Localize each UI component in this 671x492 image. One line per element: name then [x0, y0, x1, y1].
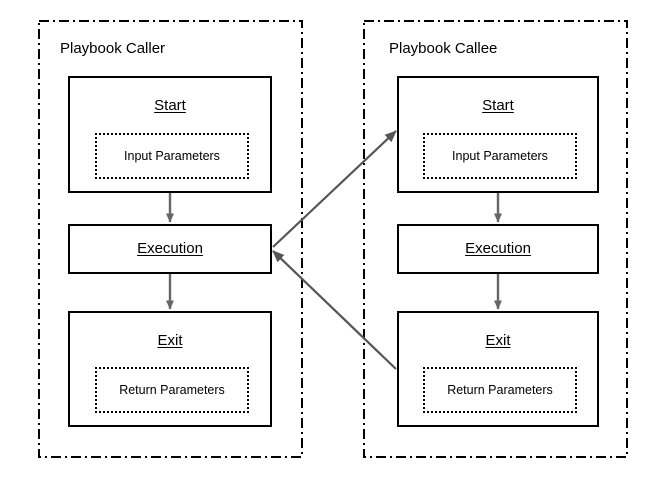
subbox-caller-input-parameters[interactable]: Input Parameters	[95, 133, 249, 179]
subbox-callee-return-parameters-label: Return Parameters	[447, 383, 553, 397]
node-callee-execution-title: Execution	[465, 240, 531, 257]
subbox-callee-input-parameters[interactable]: Input Parameters	[423, 133, 577, 179]
node-callee-exit[interactable]: Exit Return Parameters	[397, 311, 599, 427]
lane-caller-title: Playbook Caller	[60, 40, 166, 57]
node-callee-exit-title: Exit	[485, 332, 511, 349]
node-caller-exit[interactable]: Exit Return Parameters	[68, 311, 272, 427]
subbox-caller-return-parameters[interactable]: Return Parameters	[95, 367, 249, 413]
node-caller-start-title: Start	[154, 97, 186, 114]
node-caller-execution[interactable]: Execution	[68, 224, 272, 274]
subbox-caller-input-parameters-label: Input Parameters	[124, 149, 220, 163]
subbox-callee-return-parameters[interactable]: Return Parameters	[423, 367, 577, 413]
node-caller-execution-title: Execution	[137, 240, 203, 257]
node-callee-execution[interactable]: Execution	[397, 224, 599, 274]
subbox-callee-input-parameters-label: Input Parameters	[452, 149, 548, 163]
node-caller-exit-title: Exit	[157, 332, 183, 349]
lane-callee-title: Playbook Callee	[389, 40, 498, 57]
node-callee-start-title: Start	[482, 97, 514, 114]
subbox-caller-return-parameters-label: Return Parameters	[119, 383, 225, 397]
node-caller-start[interactable]: Start Input Parameters	[68, 76, 272, 193]
node-callee-start[interactable]: Start Input Parameters	[397, 76, 599, 193]
